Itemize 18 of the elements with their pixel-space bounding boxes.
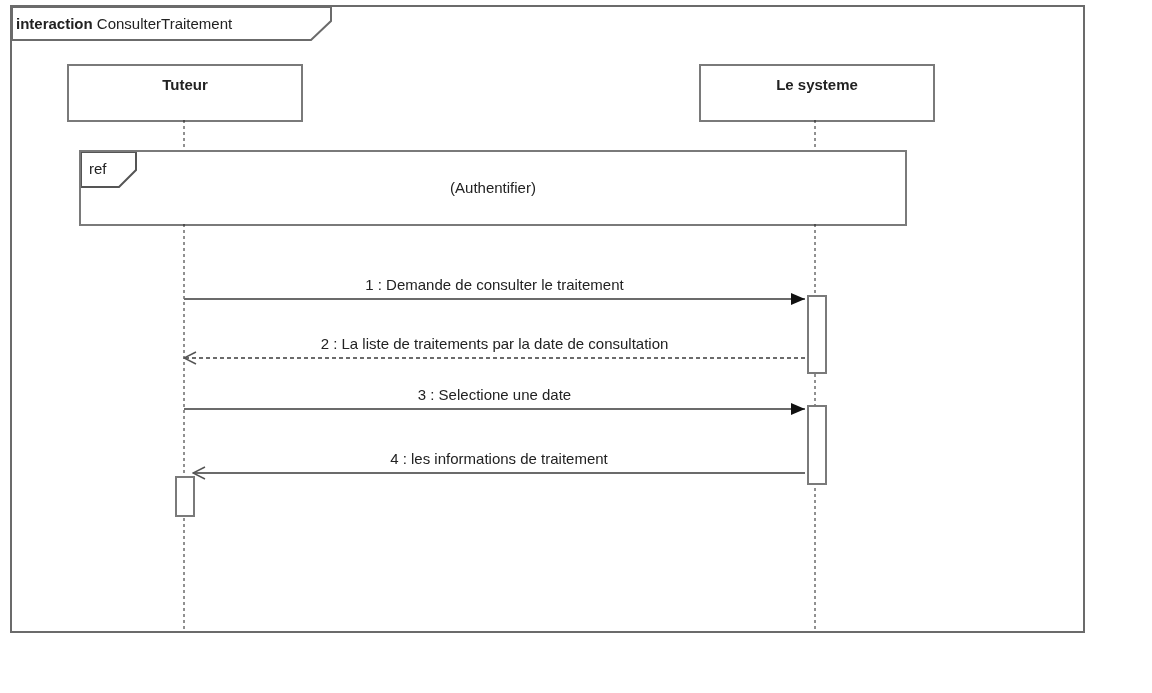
lifeline-head [67,64,303,122]
ref-fragment [79,150,907,226]
frame-title: interaction ConsulterTraitement [16,14,233,34]
activation-bar [807,295,827,374]
message-arrow [192,466,806,480]
lifeline-head [699,64,935,122]
message-arrow [183,351,806,365]
fragment-operator: ref [89,159,107,179]
message-arrow [183,403,806,415]
message-arrow [183,293,806,305]
fragment-reference: (Authentifier) [450,177,536,198]
lifeline [183,119,185,149]
activation-bar [175,476,195,517]
participant-name: Le systeme [776,75,858,95]
participant-name: Tuteur [162,75,208,95]
interaction-frame [10,5,1085,633]
activation-bar [807,405,827,485]
lifeline [814,119,816,149]
